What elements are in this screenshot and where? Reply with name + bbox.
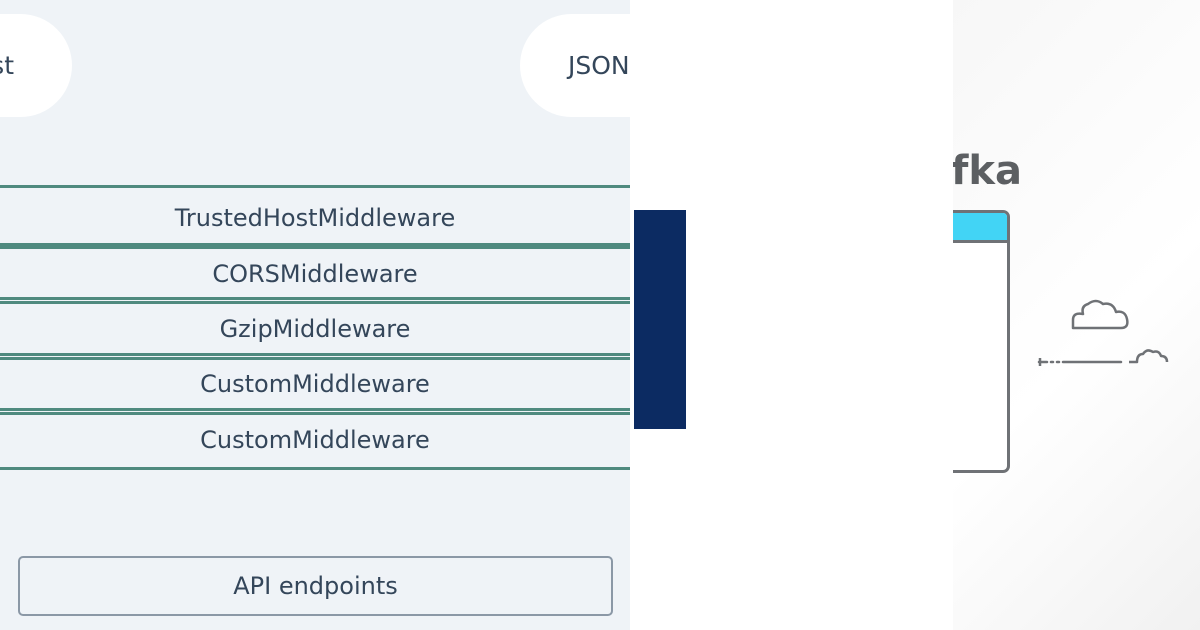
response-pill-label: JSON [568,51,630,80]
response-pill: JSON [520,14,630,117]
middleware-divider [0,408,630,411]
cloud-icon [1071,299,1129,330]
middleware-divider [0,353,630,356]
middleware-divider [0,246,630,249]
middleware-diagram-panel: st JSON TrustedHostMiddleware CORSMiddle… [0,0,630,630]
brand-text: fka [953,148,1022,194]
middleware-divider [0,297,630,300]
middleware-divider [0,301,630,304]
broker-window [953,210,1010,473]
kafka-illustration-panel: fka [953,0,1200,630]
middleware-label: TrustedHostMiddleware [174,204,456,232]
middleware-divider [0,185,630,188]
request-pill: st [0,14,72,117]
middleware-divider [0,357,630,360]
navy-bar [634,210,686,429]
broker-window-header [953,213,1007,243]
middleware-label: CustomMiddleware [200,426,430,454]
middleware-label: CORSMiddleware [212,260,418,288]
api-endpoints-label: API endpoints [233,572,398,600]
request-pill-label: st [0,51,14,80]
middleware-divider [0,412,630,415]
small-cloud-icon [1129,349,1169,364]
cloud-icon [1037,299,1169,366]
api-endpoints-box: API endpoints [18,556,613,616]
middleware-label: GzipMiddleware [219,315,411,343]
middleware-divider [0,467,630,470]
middleware-label: CustomMiddleware [200,370,430,398]
middleware-divider [0,243,630,246]
